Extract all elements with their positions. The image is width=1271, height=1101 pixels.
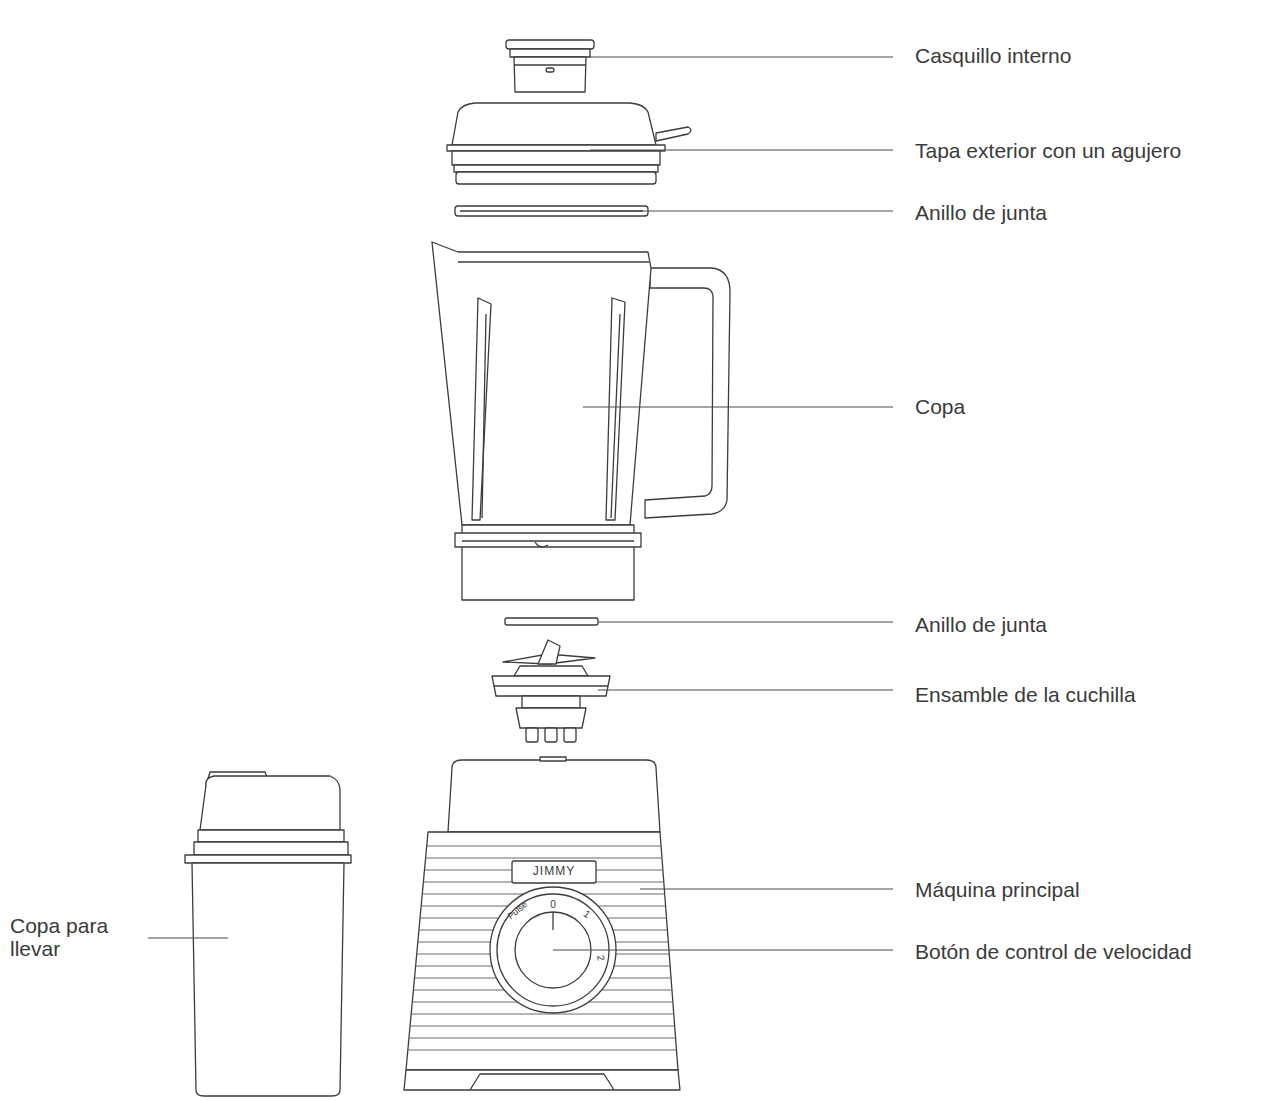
blender-jar [472,298,491,520]
motor-base [400,1014,690,1015]
part-label: Tapa exterior con un agujero [915,139,1181,162]
blade-assembly [514,666,588,676]
blender-jar [458,261,649,262]
motor-base [512,861,596,883]
part-label: Casquillo interno [915,44,1071,67]
blender-jar [645,268,730,518]
leader-lines [148,57,893,950]
blade-assembly [522,696,580,708]
blade-assembly [545,728,557,742]
inner-cap [506,40,594,49]
motor-base [400,858,690,859]
motor-base [400,1038,690,1039]
motor-base [406,832,678,1070]
motor-base [540,757,566,761]
blender-jar [432,242,651,525]
blender-jar [535,542,548,547]
travel-cup [194,842,348,855]
leader-lines [598,621,893,622]
motor-base [552,912,553,930]
motor-base [400,1026,690,1027]
blade-assembly [492,640,610,742]
blender-illustration [185,40,730,1096]
seal-ring [505,618,598,625]
outer-lid [656,127,691,141]
leader-lines [583,406,893,407]
part-label: Anillo de junta [915,201,1047,224]
blender-jar [432,242,730,600]
inner-cap [546,68,554,72]
motor-base [470,1074,614,1090]
inner-cap [514,64,586,65]
blender-jar [611,314,620,518]
travel-cup [198,830,344,842]
blender-jar [455,533,641,547]
leader-lines [598,689,893,690]
leader-lines [553,949,893,950]
inner-cap [506,40,594,92]
blender-jar [606,298,625,520]
leader-lines [590,56,893,57]
leader-lines [600,210,893,211]
blade-assembly [492,676,610,696]
motor-base [400,846,690,847]
travel-cup [200,776,340,830]
blade-assembly [538,640,560,664]
part-label: Botón de control de velocidad [915,940,1192,963]
part-label: Copa para llevar [10,914,130,960]
motor-base [404,1070,680,1090]
dial-marking: 0 [550,899,556,910]
blade-assembly [526,728,538,742]
blade-assembly [494,685,608,686]
motor-base [448,760,660,832]
outer-lid [452,103,656,145]
part-label: Máquina principal [915,878,1080,901]
inner-cap [514,57,586,92]
motor-base [400,1050,690,1051]
outer-lid [452,151,660,165]
motor-base [400,846,690,1050]
motor-base [400,757,690,1090]
outer-lid [456,172,656,184]
blender-jar [482,314,486,518]
leader-lines [640,888,893,889]
brand-logo: JIMMY [533,865,575,878]
travel-cup [185,772,351,1096]
part-label: Ensamble de la cuchilla [915,683,1136,706]
part-label: Anillo de junta [915,613,1047,636]
part-label: Copa [915,395,965,418]
blender-jar [462,540,634,541]
leader-lines [590,149,893,150]
travel-cup [185,855,351,863]
blade-assembly [564,728,576,742]
leader-lines [148,937,228,938]
blade-assembly [516,708,586,728]
travel-cup [192,863,344,1096]
outer-lid [447,103,691,184]
outer-lid [454,165,658,172]
inner-cap [510,49,590,57]
seal-ring [505,618,598,625]
